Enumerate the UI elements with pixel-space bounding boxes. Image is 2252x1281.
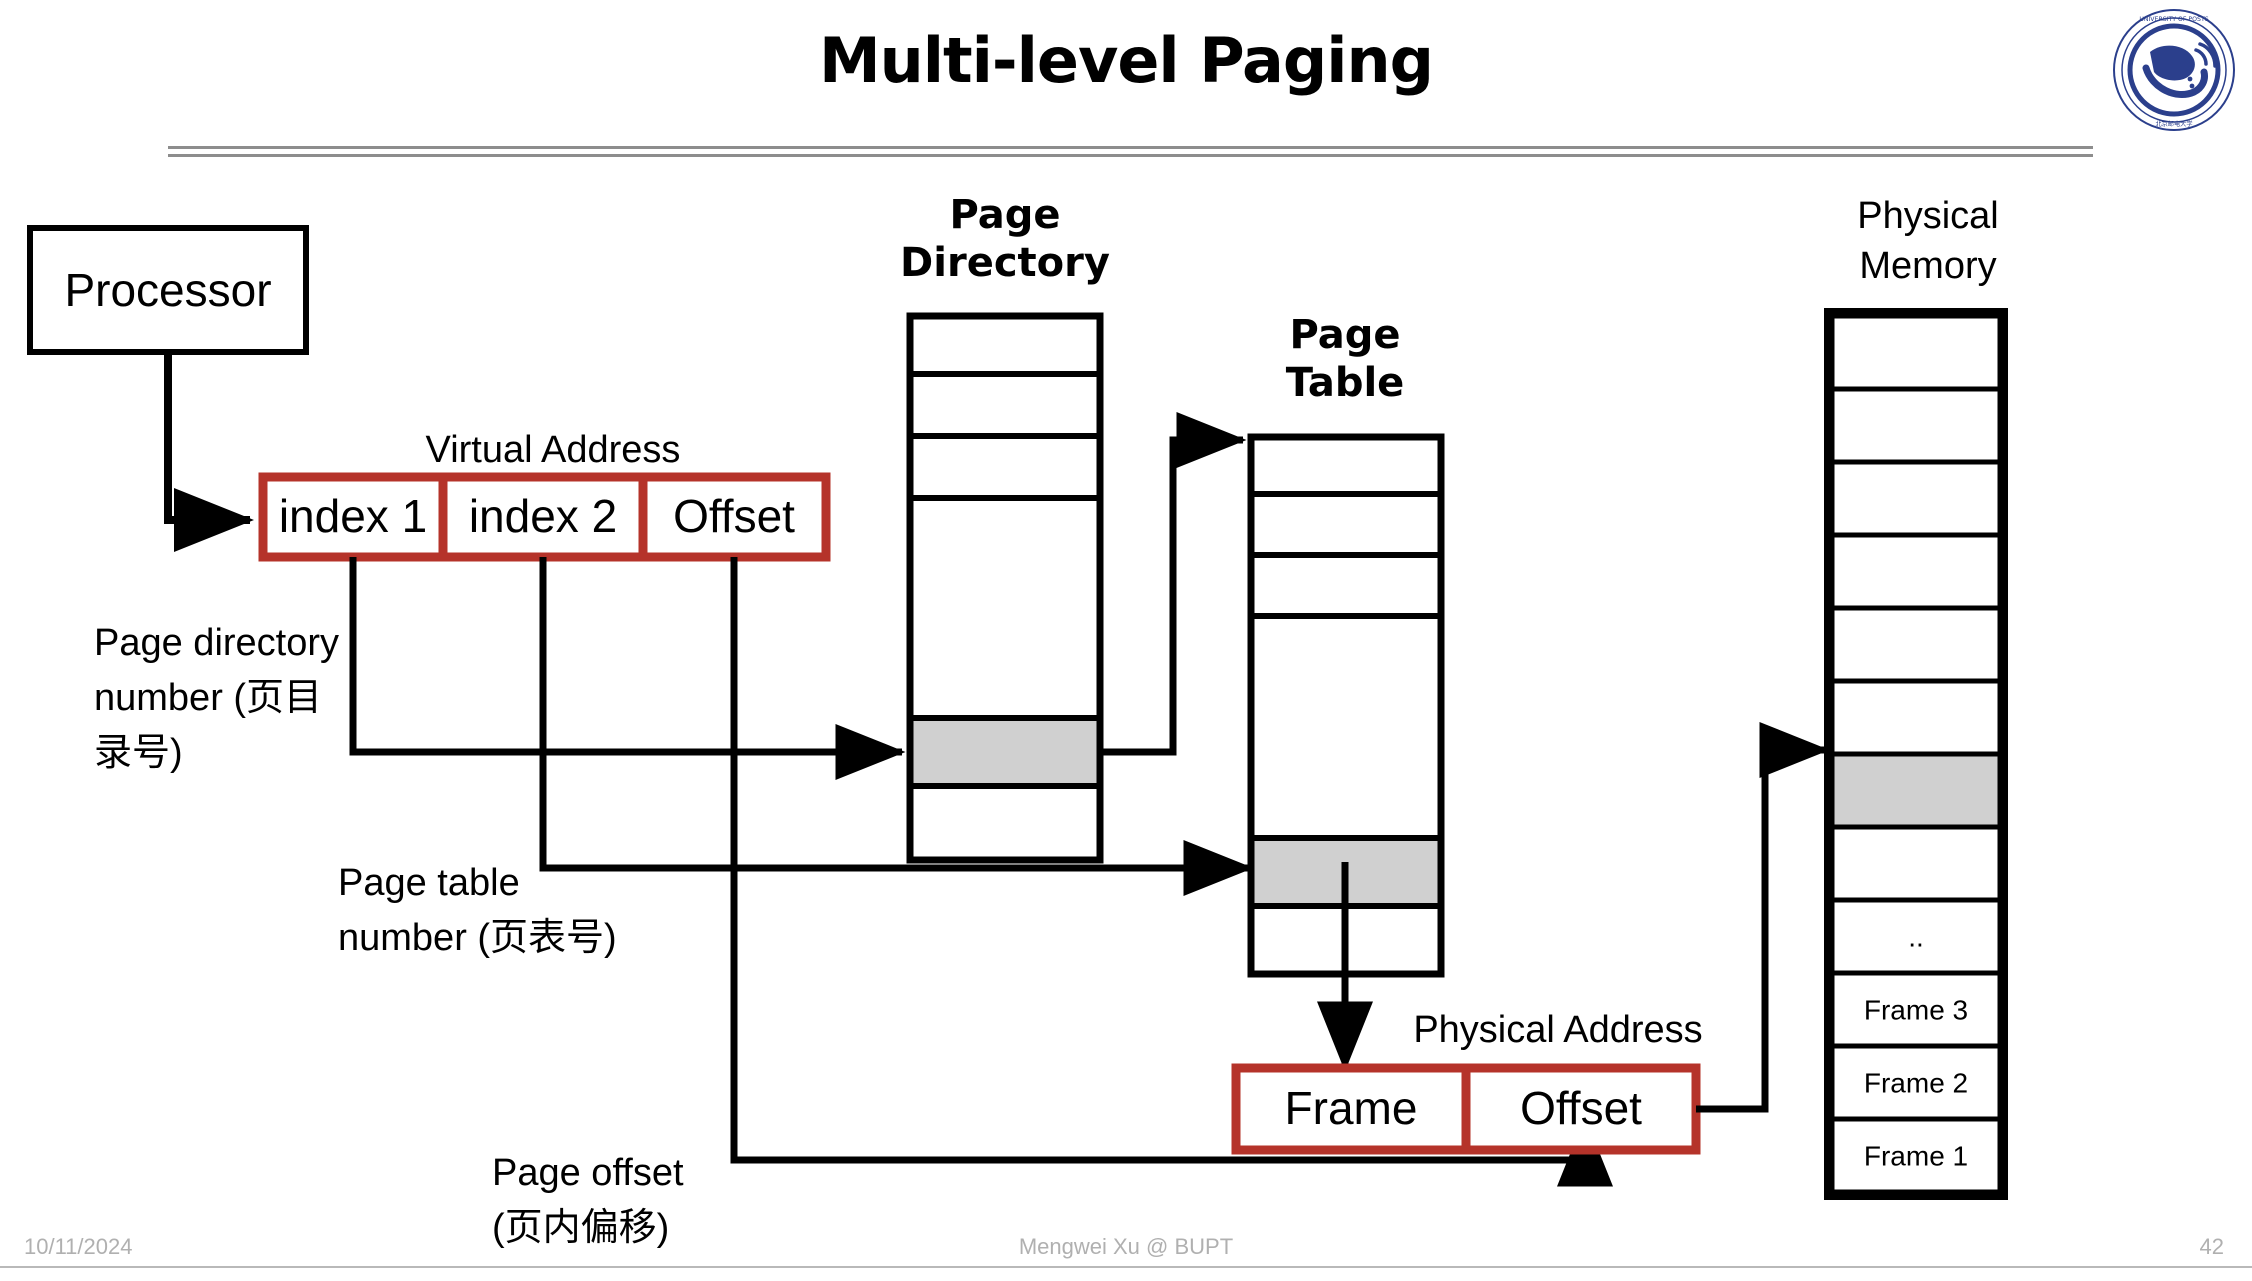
- annotation-page-offset: Page offset (页内偏移): [492, 1152, 684, 1249]
- processor-box: Processor: [27, 225, 309, 355]
- physical-memory-cell: [1829, 678, 2003, 757]
- page-directory-table: [906, 312, 1104, 864]
- va-field-offset: Offset: [673, 490, 795, 542]
- footer-divider: [0, 1266, 2252, 1268]
- footer-author: Mengwei Xu @ BUPT: [1018, 1234, 1234, 1259]
- physical-memory-cell: [1829, 313, 2003, 392]
- annotation-line: Page offset: [492, 1152, 684, 1194]
- physical-memory-cell-label: ..: [1908, 922, 1924, 953]
- page-table-title-line2: Table: [1286, 360, 1405, 406]
- footer-date: 10/11/2024: [24, 1234, 133, 1259]
- physical-memory-cell-label: Frame 1: [1864, 1141, 1968, 1172]
- physical-memory-cell-label: Frame 3: [1864, 995, 1968, 1026]
- annotation-line: number (页目: [94, 677, 322, 719]
- physical-memory-cell: [1829, 970, 2003, 1049]
- slide-footer: 10/11/2024 Mengwei Xu @ BUPT 42: [0, 1220, 2252, 1276]
- physical-memory-table: .. Frame 3 Frame 2 Frame 1: [1824, 308, 2008, 1200]
- virtual-address-title: Virtual Address: [426, 429, 681, 471]
- physical-address-title: Physical Address: [1413, 1009, 1702, 1051]
- page-directory-to-page-table-connector: [1100, 412, 1247, 756]
- virtual-address-box: index 1 index 2 Offset: [258, 472, 831, 562]
- page-table-title-line1: Page: [1290, 312, 1401, 358]
- processor-label: Processor: [64, 264, 271, 316]
- physical-memory-cell: [1829, 386, 2003, 465]
- va-field-index2: index 2: [469, 490, 617, 542]
- physical-memory-cell: [1829, 824, 2003, 903]
- physical-memory-cell: [1829, 532, 2003, 611]
- annotation-line: 录号): [94, 732, 183, 774]
- annotation-line: number (页表号): [338, 917, 617, 959]
- page-title: Multi-level Paging: [818, 24, 1434, 97]
- physical-memory-cell-label: Frame 2: [1864, 1068, 1968, 1099]
- annotation-page-directory-number: Page directory number (页目 录号): [94, 622, 339, 774]
- physical-memory-title-line1: Physical: [1857, 195, 1999, 237]
- index1-to-page-directory-arrow: [349, 557, 906, 780]
- annotation-line: (页内偏移): [492, 1207, 669, 1249]
- physical-address-to-memory-connector: [1696, 722, 1830, 1113]
- page-directory-title-line1: Page: [950, 192, 1061, 238]
- index2-to-page-table-arrow: [539, 557, 1254, 896]
- physical-address-box: Frame Offset: [1231, 1063, 1701, 1155]
- physical-memory-cell: [1829, 605, 2003, 684]
- physical-memory-outer-border: [1824, 308, 2008, 1200]
- page-directory-highlight-cell: [910, 718, 1100, 786]
- footer-page-number: 42: [2199, 1234, 2224, 1259]
- pa-field-offset: Offset: [1520, 1082, 1642, 1134]
- svg-text:UNIVERSITY OF POSTS: UNIVERSITY OF POSTS: [2139, 16, 2208, 23]
- physical-memory-cell: [1829, 897, 2003, 976]
- annotation-line: Page directory: [94, 622, 339, 664]
- physical-memory-highlight-cell: [1829, 751, 2003, 830]
- physical-memory-cell: [1829, 459, 2003, 538]
- processor-to-va-connector: [164, 352, 254, 552]
- va-field-index1: index 1: [279, 490, 427, 542]
- svg-text:北京邮电大学: 北京邮电大学: [2155, 120, 2192, 128]
- pa-field-frame: Frame: [1285, 1082, 1418, 1134]
- title-divider: [168, 146, 2093, 157]
- annotation-page-table-number: Page table number (页表号): [338, 862, 617, 959]
- annotation-line: Page table: [338, 862, 520, 904]
- bupt-logo-icon: UNIVERSITY OF POSTS 北京邮电大学: [2110, 6, 2238, 134]
- page-directory-title-line2: Directory: [900, 240, 1110, 286]
- physical-memory-title-line2: Memory: [1859, 245, 1996, 287]
